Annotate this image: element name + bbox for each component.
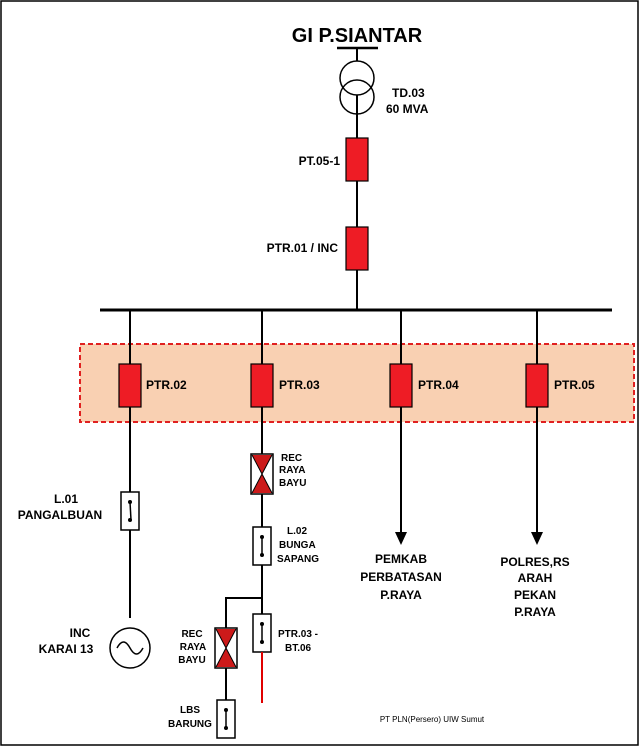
footer-credit: PT PLN(Persero) UIW Sumut — [380, 715, 485, 724]
recloser-1-label-line2: RAYA — [279, 465, 306, 476]
recloser-2-label-line3: BAYU — [178, 655, 205, 666]
feeder-ptr05-dest-line4: P.RAYA — [514, 605, 556, 619]
recloser-2-label-line1: REC — [181, 629, 202, 640]
recloser-2-label-line2: RAYA — [180, 642, 207, 653]
lbs-label-line1: LBS — [180, 705, 200, 716]
transformer-rating: 60 MVA — [386, 102, 429, 116]
breaker-ptr03-label: PTR.03 — [279, 378, 320, 392]
switch-l01-code: L.01 — [54, 492, 78, 506]
breaker-pt05-1[interactable] — [345, 137, 369, 182]
breaker-ptr02[interactable] — [118, 363, 142, 408]
generator-label-line2: KARAI 13 — [39, 642, 94, 656]
breaker-ptr05[interactable] — [525, 363, 549, 408]
transformer-secondary-winding — [339, 79, 375, 115]
breaker-pt05-1-label: PT.05-1 — [299, 154, 341, 168]
feeder-ptr04-dest-line3: P.RAYA — [380, 588, 422, 602]
breaker-ptr01[interactable] — [345, 226, 369, 271]
transformer-symbol[interactable] — [339, 60, 375, 115]
feeder-ptr05-arrow-icon — [531, 532, 543, 545]
breaker-ptr04[interactable] — [389, 363, 413, 408]
feeder-ptr04-arrow-icon — [395, 532, 407, 545]
recloser-1-label-line3: BAYU — [279, 478, 306, 489]
recloser-raya-bayu-2[interactable] — [214, 627, 238, 669]
switch-l01[interactable] — [120, 491, 140, 531]
breaker-ptr03[interactable] — [250, 363, 274, 408]
switch-ptr03-bt06-label-line1: PTR.03 - — [278, 629, 318, 640]
generator-inc-karai-13[interactable] — [109, 627, 151, 669]
breaker-ptr01-label: PTR.01 / INC — [267, 241, 339, 255]
recloser-raya-bayu-1[interactable] — [250, 453, 274, 495]
switch-lbs-barung[interactable] — [216, 699, 236, 739]
breaker-ptr05-label: PTR.05 — [554, 378, 595, 392]
switch-ptr03-bt06[interactable] — [252, 613, 272, 653]
switch-l02-name-line1: BUNGA — [279, 540, 316, 551]
feeder-ptr04-dest-line1: PEMKAB — [375, 552, 427, 566]
recloser-1-label-line1: REC — [281, 453, 302, 464]
breaker-ptr04-label: PTR.04 — [418, 378, 459, 392]
feeder-ptr05-dest-line2: ARAH — [518, 571, 553, 585]
feeder-ptr05-dest-line3: PEKAN — [514, 588, 556, 602]
switch-l02-code: L.02 — [287, 526, 307, 537]
substation-title: GI P.SIANTAR — [292, 25, 423, 47]
lbs-label-line2: BARUNG — [168, 719, 212, 730]
generator-label-line1: INC — [70, 626, 91, 640]
feeder-ptr05-dest-line1: POLRES,RS — [500, 555, 569, 569]
switch-l02[interactable] — [252, 526, 272, 566]
feeder-ptr04-dest-line2: PERBATASAN — [360, 570, 442, 584]
switch-l01-name: PANGALBUAN — [18, 508, 102, 522]
branch-line-rec2 — [225, 597, 262, 720]
switch-l02-name-line2: SAPANG — [277, 554, 319, 565]
transformer-primary-winding — [339, 60, 375, 96]
breaker-ptr02-label: PTR.02 — [146, 378, 187, 392]
ac-wave-icon — [116, 641, 144, 655]
switch-ptr03-bt06-label-line2: BT.06 — [285, 643, 312, 654]
transformer-name: TD.03 — [392, 86, 425, 100]
